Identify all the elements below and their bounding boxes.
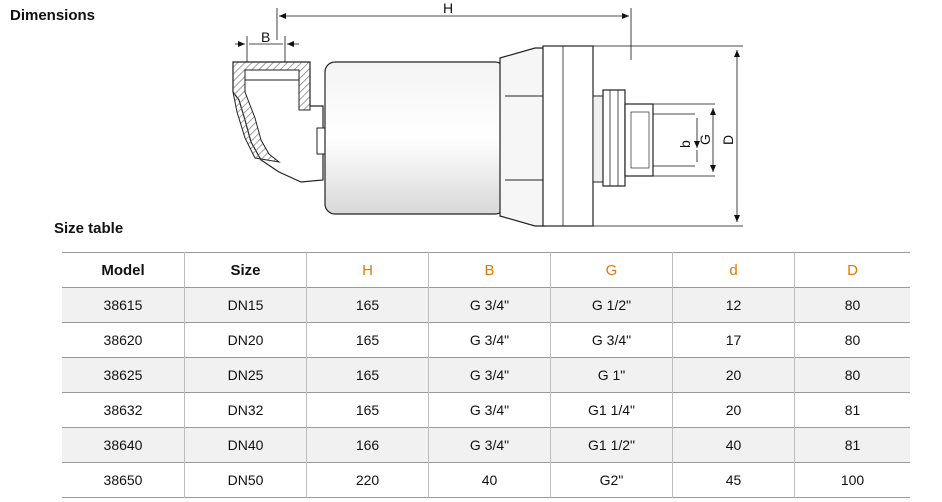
size-table-heading: Size table	[54, 220, 124, 237]
dimensions-heading: Dimensions	[10, 7, 96, 24]
cell-size: DN50	[184, 462, 307, 498]
cell-b: G 3/4"	[428, 287, 551, 323]
table-header-row: Model Size H B G d D	[62, 252, 910, 288]
cell-d-small: 45	[672, 462, 795, 498]
cell-d: 81	[794, 392, 910, 428]
cell-g: G 1"	[550, 357, 673, 393]
cell-d: 100	[794, 462, 910, 498]
dimension-b: B	[235, 29, 299, 62]
header-g: G	[550, 252, 673, 288]
cell-h: 165	[306, 322, 429, 358]
table-row: 38650 DN50 220 40 G2" 45 100	[62, 462, 910, 498]
cell-g: G1 1/4"	[550, 392, 673, 428]
label-b-lower: b	[677, 140, 693, 148]
cell-d-small: 40	[672, 427, 795, 463]
cell-model: 38632	[103, 402, 143, 418]
label-h: H	[443, 0, 453, 16]
cell-model: 38620	[103, 332, 143, 348]
table-row: 38620 DN20 165 G 3/4" G 3/4" 17 80	[62, 322, 910, 358]
cell-h: 165	[306, 357, 429, 393]
cell-b: G 3/4"	[428, 392, 551, 428]
table-row: 38632 DN32 165 G 3/4" G1 1/4" 20 81	[62, 392, 910, 428]
cell-h: 165	[306, 287, 429, 323]
cell-d: 80	[794, 322, 910, 358]
cell-g: G1 1/2"	[550, 427, 673, 463]
cell-model: 38640	[103, 437, 143, 453]
cell-g: G2"	[550, 462, 673, 498]
cell-h: 220	[306, 462, 429, 498]
label-g: G	[697, 134, 713, 145]
cell-d: 81	[794, 427, 910, 463]
cell-d: 80	[794, 287, 910, 323]
cell-h: 165	[306, 392, 429, 428]
dimension-verticals: b G D	[593, 45, 743, 227]
cell-d-small: 12	[672, 287, 795, 323]
cell-b: G 3/4"	[428, 357, 551, 393]
cell-size: DN40	[184, 427, 307, 463]
cell-d-small: 20	[672, 357, 795, 393]
cell-d: 80	[794, 357, 910, 393]
cell-model: 38615	[103, 297, 143, 313]
cell-g: G 3/4"	[550, 322, 673, 358]
cell-d-small: 20	[672, 392, 795, 428]
cell-model: 38625	[103, 367, 143, 383]
cell-size: DN25	[184, 357, 307, 393]
header-d-small: d	[672, 252, 795, 288]
header-d: D	[794, 252, 910, 288]
table-row: 38640 DN40 166 G 3/4" G1 1/2" 40 81	[62, 427, 910, 463]
cell-g: G 1/2"	[550, 287, 673, 323]
cell-b: 40	[428, 462, 551, 498]
dimension-h: H	[276, 0, 632, 60]
size-table: Model Size H B G d D 38615 DN15 165 G 3/…	[62, 252, 910, 498]
cell-size: DN20	[184, 322, 307, 358]
dimension-drawing: H B b G D	[232, 0, 743, 227]
cell-size: DN32	[184, 392, 307, 428]
header-size: Size	[184, 252, 307, 288]
valve-body	[324, 45, 654, 227]
elbow-fitting	[232, 61, 326, 183]
cell-model: 38650	[103, 472, 143, 488]
cell-b: G 3/4"	[428, 322, 551, 358]
label-b-upper: B	[261, 29, 270, 45]
cell-size: DN15	[184, 287, 307, 323]
cell-h: 166	[306, 427, 429, 463]
cell-b: G 3/4"	[428, 427, 551, 463]
cell-d-small: 17	[672, 322, 795, 358]
table-row: 38625 DN25 165 G 3/4" G 1" 20 80	[62, 357, 910, 393]
label-d: D	[720, 135, 736, 145]
header-h: H	[306, 252, 429, 288]
header-model: Model	[62, 252, 185, 288]
table-row: 38615 DN15 165 G 3/4" G 1/2" 12 80	[62, 287, 910, 323]
header-b: B	[428, 252, 551, 288]
